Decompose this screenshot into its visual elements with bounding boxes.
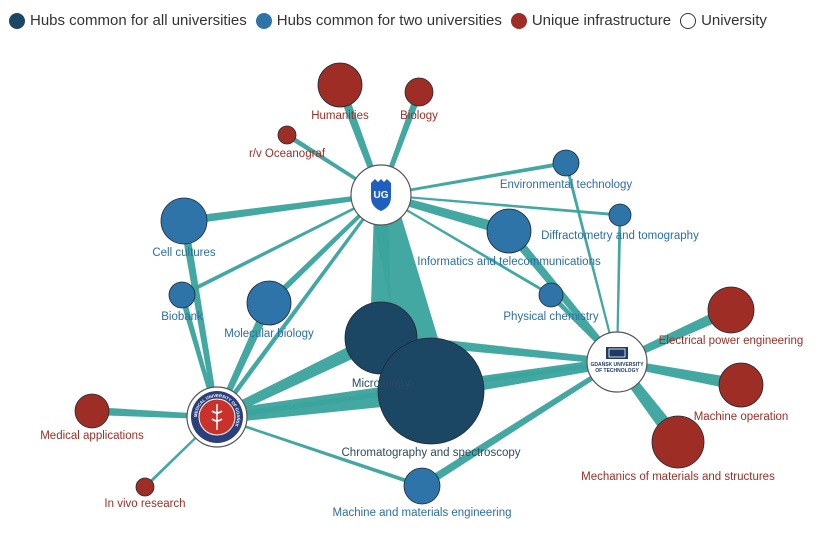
legend-label-common-all: Hubs common for all universities bbox=[30, 12, 247, 29]
label-microscopy: Microscopy bbox=[352, 378, 410, 390]
ug-crest-shape bbox=[371, 179, 391, 211]
label-inftel: Informatics and telecommunications bbox=[417, 256, 601, 268]
edge-ug-physchem bbox=[380, 194, 552, 297]
edge-mug-cell bbox=[180, 220, 220, 418]
edge-ug-envtech bbox=[380, 161, 567, 197]
legend-label-common-two: Hubs common for two universities bbox=[276, 12, 502, 29]
hub-nodes bbox=[74, 62, 764, 505]
university-ug[interactable]: UG bbox=[350, 164, 412, 226]
node-mechmat[interactable] bbox=[651, 415, 705, 469]
edge-mug-microscopy bbox=[215, 331, 384, 421]
label-chroma: Chromatography and spectroscopy bbox=[342, 447, 521, 459]
label-humanities: Humanities bbox=[311, 110, 369, 122]
gut-emblem bbox=[606, 347, 628, 359]
node-molbio[interactable] bbox=[246, 280, 292, 326]
node-biobank[interactable] bbox=[168, 281, 196, 309]
node-rv[interactable] bbox=[277, 125, 297, 145]
node-invivo[interactable] bbox=[135, 477, 155, 497]
edge-gut-machmat bbox=[419, 360, 619, 490]
legend-swatch-unique bbox=[510, 12, 527, 29]
node-humanities[interactable] bbox=[317, 62, 363, 108]
edge-gut-envtech bbox=[564, 162, 618, 363]
label-elpower: Electrical power engineering bbox=[659, 335, 803, 347]
edge-mug-biobank bbox=[179, 294, 219, 418]
edge-gut-machop bbox=[616, 358, 743, 391]
legend-label-unique: Unique infrastructure bbox=[531, 12, 672, 29]
label-diffr: Diffractometry and tomography bbox=[541, 230, 699, 242]
node-machmat[interactable] bbox=[403, 467, 441, 505]
ug-crest-letters: UG bbox=[374, 190, 389, 201]
label-molbio: Molecular biology bbox=[224, 328, 314, 340]
gut-logo-text-0: GDAŃSK UNIVERSITY bbox=[590, 360, 644, 368]
mug-staff-icon bbox=[211, 404, 223, 430]
edge-ug-inftel bbox=[380, 191, 511, 237]
edge-gut-diffr bbox=[616, 215, 622, 362]
node-cell[interactable] bbox=[160, 197, 208, 245]
label-biology: Biology bbox=[400, 110, 438, 122]
node-biology[interactable] bbox=[404, 77, 434, 107]
legend-item-unique[interactable]: Unique infrastructure bbox=[510, 12, 672, 29]
legend-swatch-common-all bbox=[9, 12, 25, 29]
node-elpower[interactable] bbox=[707, 286, 755, 334]
label-rv: r/v Oceanograf bbox=[249, 148, 326, 160]
university-gut-circle bbox=[586, 331, 648, 393]
legend: Hubs common for all universities Hubs co… bbox=[9, 12, 776, 29]
node-machop[interactable] bbox=[718, 362, 764, 408]
edge-ug-molbio bbox=[266, 193, 383, 306]
gut-emblem-frame bbox=[608, 348, 626, 358]
node-chroma[interactable] bbox=[377, 337, 485, 445]
label-physchem: Physical chemistry bbox=[503, 311, 598, 323]
gut-logo-text-1: OF TECHNOLOGY bbox=[595, 368, 639, 374]
node-inftel[interactable] bbox=[486, 208, 532, 254]
label-mechmat: Mechanics of materials and structures bbox=[581, 471, 775, 483]
node-medapp[interactable] bbox=[74, 393, 110, 429]
node-diffr[interactable] bbox=[608, 203, 632, 227]
label-biobank: Biobank bbox=[161, 311, 203, 323]
edge-mug-medapp bbox=[91, 407, 218, 420]
label-envtech: Environmental technology bbox=[500, 179, 633, 191]
node-labels: Humanities Biology r/v OceanografEnvironme… bbox=[40, 110, 803, 519]
legend-label-university: University bbox=[701, 12, 767, 29]
label-invivo: In vivo research bbox=[104, 498, 185, 510]
edge-ug-cell bbox=[183, 192, 382, 225]
ug-crest-icon: UG bbox=[371, 179, 391, 211]
legend-item-common-two[interactable]: Hubs common for two universities bbox=[255, 12, 502, 29]
legend-item-university[interactable]: University bbox=[680, 12, 767, 29]
university-mug[interactable]: MEDICAL UNIVERSITY OF GDAŃSK bbox=[186, 386, 248, 448]
mug-seal-icon: MEDICAL UNIVERSITY OF GDAŃSK bbox=[191, 391, 243, 443]
edge-ug-biobank bbox=[181, 193, 382, 297]
label-machmat: Machine and materials engineering bbox=[333, 507, 512, 519]
label-machop: Machine operation bbox=[694, 411, 789, 423]
legend-swatch-common-two bbox=[255, 12, 272, 29]
node-physchem[interactable] bbox=[538, 282, 564, 308]
label-medapp: Medical applications bbox=[40, 430, 144, 442]
legend-item-common-all[interactable]: Hubs common for all universities bbox=[9, 12, 247, 29]
node-envtech[interactable] bbox=[552, 149, 580, 177]
edge-mug-machmat bbox=[216, 415, 423, 488]
edge-ug-mug bbox=[215, 194, 383, 419]
edge-ug-diffr bbox=[380, 194, 621, 217]
legend-swatch-university bbox=[680, 12, 697, 29]
edge-mug-molbio bbox=[214, 301, 274, 419]
label-cell: Cell cultures bbox=[152, 247, 216, 259]
